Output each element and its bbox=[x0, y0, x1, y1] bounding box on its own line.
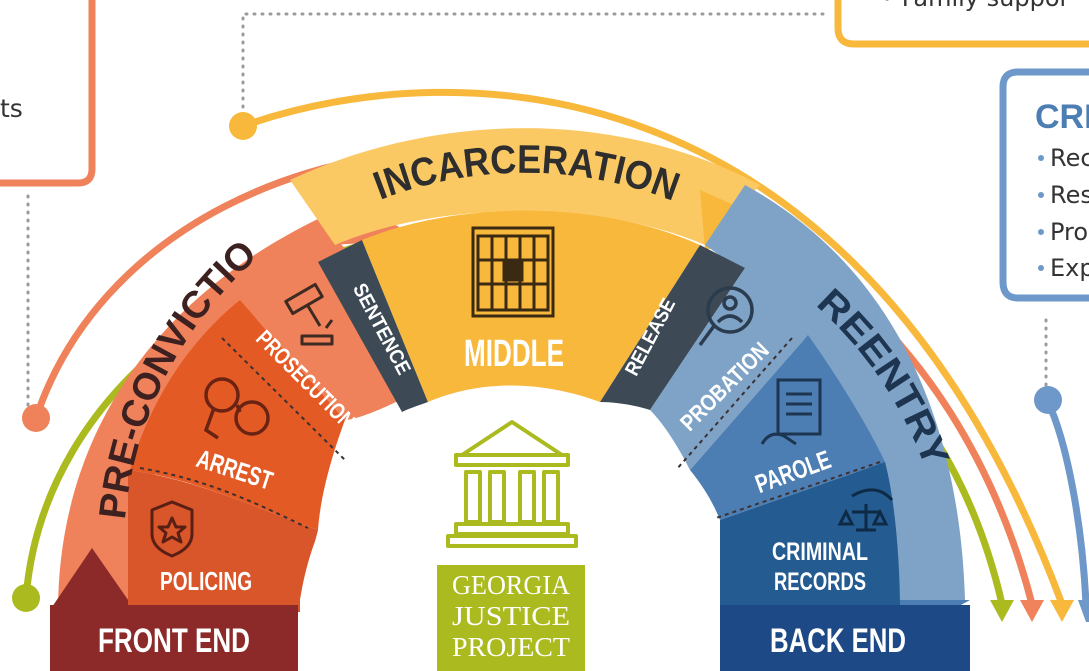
handcuffs-icon bbox=[203, 377, 270, 440]
middle-segment bbox=[362, 210, 700, 402]
blue-arc-line bbox=[1044, 398, 1089, 608]
back-end-label: BACK END bbox=[770, 622, 906, 660]
gjp-logo-line2: JUSTICE bbox=[452, 601, 570, 631]
criminal-records-label-line2: RECORDS bbox=[774, 568, 866, 596]
segment-dividers bbox=[139, 337, 881, 529]
gjp-logo-line3: PROJECT bbox=[452, 632, 571, 662]
right-info-box: CRIM Rec Res Pro Exp bbox=[999, 68, 1089, 302]
blue-arc-endpoint bbox=[1034, 386, 1062, 414]
front-end-label: FRONT END bbox=[98, 622, 250, 660]
policing-segment bbox=[128, 470, 318, 612]
jail-cell-icon bbox=[471, 226, 555, 318]
back-end-label-box: BACK END bbox=[720, 605, 970, 671]
salmon-arrowhead bbox=[1020, 600, 1044, 622]
courthouse-icon bbox=[446, 420, 578, 548]
gjp-logo-line1: GEORGIA bbox=[452, 570, 570, 600]
left-info-box: ts bbox=[0, 0, 96, 187]
top-right-box-text: • Family suppor bbox=[880, 0, 1070, 12]
blue-arrowhead bbox=[1078, 600, 1089, 622]
front-end-label-box: FRONT END bbox=[50, 605, 298, 671]
top-right-info-box: • Family suppor bbox=[834, 0, 1089, 48]
police-badge-icon bbox=[150, 500, 194, 558]
gold-arc-endpoint bbox=[229, 112, 257, 140]
gavel-icon bbox=[284, 282, 334, 346]
arc-line-endpoints bbox=[12, 112, 1062, 612]
release-segment bbox=[600, 245, 745, 410]
scales-of-justice-icon bbox=[837, 488, 894, 532]
probation-segment bbox=[650, 268, 808, 470]
criminal-records-segment bbox=[720, 462, 900, 612]
arc-line-arrowheads bbox=[990, 600, 1089, 622]
gjp-logo: GEORGIA JUSTICE PROJECT bbox=[437, 565, 585, 671]
gold-arrowhead bbox=[1050, 600, 1074, 622]
parole-segment bbox=[690, 335, 885, 520]
policing-label: POLICING bbox=[160, 566, 252, 596]
pre-conviction-arrow-tail bbox=[50, 548, 135, 610]
right-box-title: CRIM bbox=[1035, 98, 1089, 136]
olive-arc-endpoint bbox=[12, 584, 40, 612]
sentence-segment bbox=[318, 240, 428, 412]
criminal-records-label-line1: CRIMINAL bbox=[772, 538, 868, 566]
middle-label: MIDDLE bbox=[464, 333, 564, 375]
right-box-item: Pro bbox=[1050, 218, 1088, 246]
right-box-item: Exp bbox=[1050, 254, 1089, 282]
dotted-connectors bbox=[26, 12, 1048, 420]
right-box-item: Res bbox=[1050, 181, 1089, 209]
right-box-list: Rec Res Pro Exp bbox=[1038, 144, 1089, 282]
olive-arrowhead bbox=[990, 600, 1014, 622]
document-hand-icon bbox=[760, 378, 822, 446]
magnifier-person-icon bbox=[698, 286, 754, 347]
left-box-text: ts bbox=[0, 94, 23, 123]
salmon-arc-endpoint bbox=[22, 404, 50, 432]
right-box-item: Rec bbox=[1050, 144, 1089, 172]
gold-arc-line bbox=[239, 88, 1066, 608]
